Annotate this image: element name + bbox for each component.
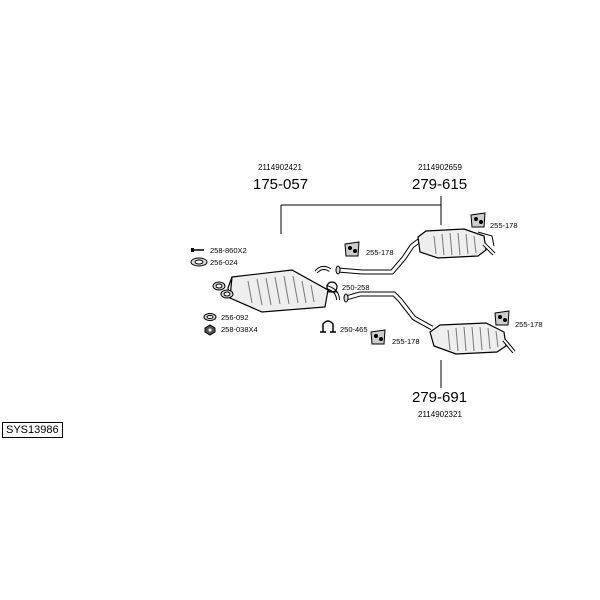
middle-pipes[interactable] — [335, 238, 434, 331]
system-id-badge: SYS13986 — [2, 422, 63, 438]
hanger-c-label[interactable]: 255-178 — [392, 337, 420, 346]
front-silencer-ref: 2114902421 — [258, 163, 302, 172]
clamp-label[interactable]: 250-258 — [342, 283, 370, 292]
bolt-icon — [191, 248, 204, 252]
front-silencer-number[interactable]: 175-057 — [253, 176, 309, 193]
ring-icon — [203, 313, 217, 321]
bolt-label[interactable]: 258-860X2 — [210, 246, 247, 255]
hanger-d-label[interactable]: 255-178 — [515, 320, 543, 329]
front-silencer[interactable] — [212, 265, 340, 313]
rear-left-ref: 2114902659 — [418, 163, 462, 172]
leader-lines — [280, 196, 442, 388]
ring-label[interactable]: 256-092 — [221, 313, 249, 322]
gasket-label[interactable]: 256-024 — [210, 258, 238, 267]
twin-inlet-flange — [212, 281, 234, 299]
rear-right-silencer[interactable] — [429, 322, 516, 355]
rear-right-ref: 2114902321 — [418, 410, 462, 419]
rear-left-silencer[interactable] — [417, 228, 496, 259]
hanger-b-label[interactable]: 255-178 — [490, 221, 518, 230]
clamp2-label[interactable]: 250-465 — [340, 325, 368, 334]
nut-label[interactable]: 258-038X4 — [221, 325, 258, 334]
clamp-icon — [326, 281, 338, 293]
hanger-d-icon — [494, 310, 510, 326]
gasket-icon — [190, 257, 208, 267]
clamp2-icon — [320, 320, 336, 333]
rear-right-number[interactable]: 279-691 — [412, 389, 468, 406]
hanger-a-icon — [344, 241, 360, 257]
hanger-b-icon — [470, 212, 486, 228]
rear-left-number[interactable]: 279-615 — [412, 176, 468, 193]
hanger-c-icon — [370, 329, 386, 345]
nut-icon — [204, 324, 216, 336]
hanger-a-label[interactable]: 255-178 — [366, 248, 394, 257]
